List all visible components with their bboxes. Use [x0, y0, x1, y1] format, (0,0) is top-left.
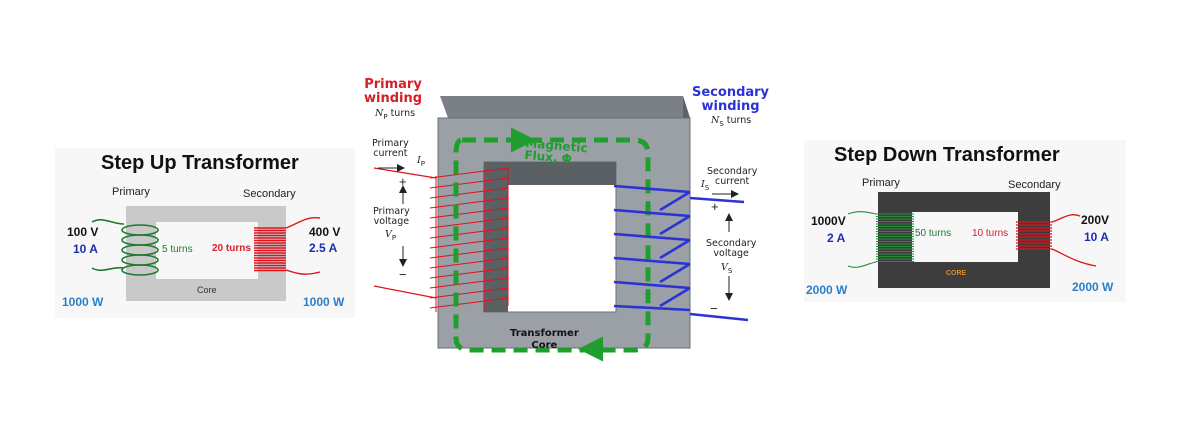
primary-winding-coil — [429, 167, 509, 312]
step-up-output-power: 1000 W — [303, 295, 345, 309]
step-up-core-label: Core — [197, 285, 217, 295]
is-label: IS — [701, 180, 709, 192]
vs-label: VS — [721, 263, 732, 275]
ns-turns-text: turns — [726, 115, 752, 126]
ip-label: IP — [417, 156, 425, 168]
step-down-input-power: 2000 W — [806, 283, 848, 297]
step-down-primary-voltage: 1000V — [811, 214, 846, 228]
step-down-diagram — [804, 140, 1126, 302]
secondary-minus-sign: − — [710, 301, 718, 316]
step-up-secondary-coil — [254, 216, 321, 275]
primary-lead-top — [373, 167, 437, 179]
vp-label: VP — [385, 230, 396, 242]
magnetic-flux-path — [453, 137, 651, 353]
ip-subscript: P — [420, 159, 425, 168]
secondary-current-label: Secondary current — [707, 166, 758, 188]
magnetic-flux-label: Magnetic Flux, Φ — [523, 136, 589, 167]
ns-turns-label: NS turns — [711, 116, 751, 128]
transformer-core-label: Transformer Core — [510, 328, 579, 351]
primary-voltage-label: Primary voltage — [373, 206, 410, 228]
is-subscript: S — [704, 183, 710, 192]
np-symbol: N — [375, 108, 384, 119]
step-up-input-power: 1000 W — [62, 295, 104, 309]
ip-symbol: I — [417, 155, 421, 166]
step-up-secondary-turns: 20 turns — [212, 243, 251, 254]
step-down-primary-turns: 50 turns — [915, 228, 952, 239]
step-up-title: Step Up Transformer — [101, 152, 299, 174]
vs-subscript: S — [727, 266, 733, 275]
vp-symbol: V — [385, 229, 392, 240]
secondary-voltage-label: Secondary voltage — [706, 238, 757, 260]
step-up-core — [126, 206, 286, 301]
np-turns-label: NP turns — [375, 109, 415, 121]
primary-winding-title: Primary winding — [364, 77, 423, 107]
core-top-face — [440, 96, 690, 118]
step-up-primary-voltage: 100 V — [67, 225, 99, 239]
step-down-title: Step Down Transformer — [834, 144, 1060, 166]
step-down-secondary-label: Secondary — [1008, 179, 1061, 191]
secondary-winding-title: Secondary winding — [692, 85, 770, 115]
step-down-primary-current: 2 A — [827, 231, 846, 245]
vp-subscript: P — [391, 233, 397, 242]
step-up-diagram — [55, 148, 355, 318]
step-down-primary-label: Primary — [862, 177, 900, 189]
step-down-output-power: 2000 W — [1072, 280, 1114, 294]
ns-subscript: S — [719, 119, 724, 128]
step-up-secondary-label: Secondary — [243, 188, 296, 200]
step-down-primary-coil — [847, 211, 914, 268]
step-up-secondary-voltage: 400 V — [309, 225, 341, 239]
step-down-secondary-voltage: 200V — [1081, 213, 1110, 227]
step-down-secondary-current: 10 A — [1084, 230, 1109, 244]
np-subscript: P — [383, 112, 388, 121]
primary-plus-sign: + — [399, 174, 407, 189]
primary-current-label: Primary current — [372, 138, 409, 160]
step-down-secondary-coil — [1016, 214, 1097, 267]
primary-minus-sign: − — [399, 267, 407, 282]
primary-lead-bottom — [373, 285, 437, 299]
step-up-primary-coil — [91, 218, 159, 276]
step-down-core-label: CORE — [946, 270, 967, 277]
secondary-winding-coil — [613, 184, 749, 322]
step-down-core — [878, 192, 1050, 288]
ns-symbol: N — [711, 115, 720, 126]
secondary-plus-sign: + — [711, 199, 719, 214]
step-up-primary-turns: 5 turns — [162, 244, 193, 255]
center-transformer — [373, 96, 749, 362]
step-up-primary-current: 10 A — [73, 242, 98, 256]
is-symbol: I — [701, 179, 705, 190]
core-window-depth — [484, 162, 616, 312]
step-up-primary-label: Primary — [112, 186, 150, 198]
step-down-secondary-turns: 10 turns — [972, 228, 1009, 239]
step-up-secondary-current: 2.5 A — [309, 241, 338, 255]
vs-symbol: V — [721, 262, 728, 273]
np-turns-text: turns — [390, 108, 416, 119]
